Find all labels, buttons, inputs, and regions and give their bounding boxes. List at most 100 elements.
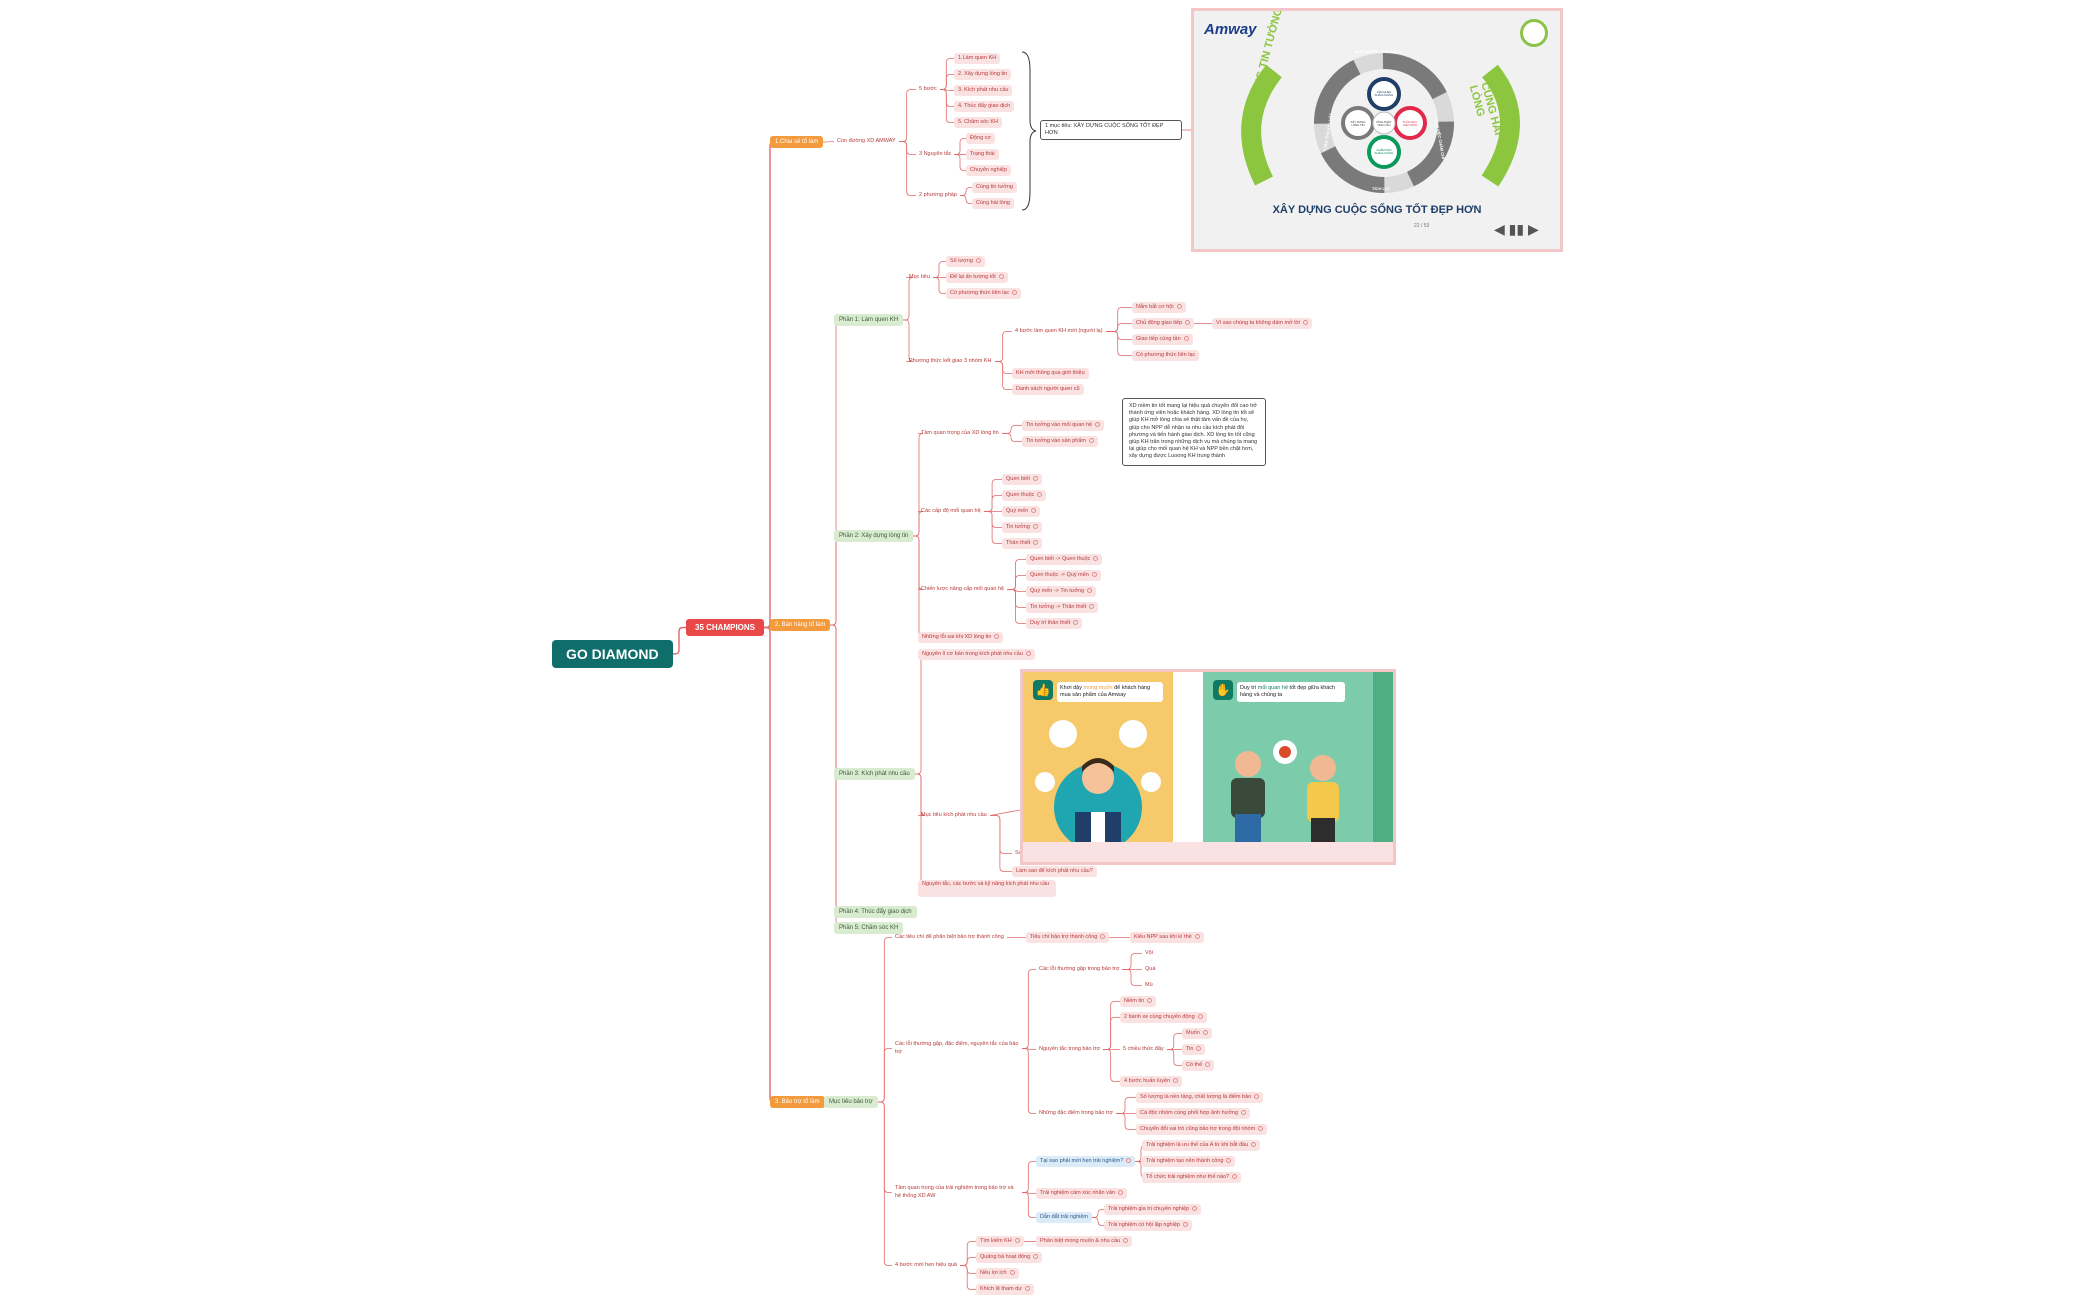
node-35-champions[interactable]: 35 CHAMPIONS	[686, 619, 765, 636]
node-kh-moi-gioi-thieu[interactable]: KH mới thông qua giới thiệu	[1012, 368, 1089, 379]
node-muc-tieu[interactable]: Mục tiêu	[909, 274, 930, 280]
toggle-icon[interactable]	[1033, 1254, 1039, 1260]
toggle-icon[interactable]	[1033, 540, 1039, 546]
node-kich-phat-nhu-cau[interactable]: 3. Kích phát nhu cầu	[954, 85, 1013, 96]
node-de-lai-an-tuong[interactable]: Để lại ấn tượng tốt	[946, 272, 1008, 283]
node-trai-nghiem-thanh-cong[interactable]: Trải nghiệm tạo nên thành công	[1142, 1156, 1236, 1167]
node-phan-4-thuc-day-giao-dich[interactable]: Phần 4: Thúc đẩy giao dịch	[834, 906, 917, 918]
node-voi[interactable]: Vội	[1145, 950, 1153, 956]
node-bao-tro-to-lam[interactable]: 3. Bảo trợ tổ làm	[770, 1096, 825, 1108]
toggle-icon[interactable]	[1118, 1190, 1123, 1196]
node-quy-men[interactable]: Quý mến	[1002, 506, 1041, 517]
toggle-icon[interactable]	[1173, 1078, 1179, 1084]
node-cac-tieu-chi-phan-biet[interactable]: Các tiêu chí để phân biệt bảo trợ thành …	[895, 934, 1004, 940]
node-muc-tieu-kich-phat[interactable]: Mục tiêu kích phát nhu cầu	[921, 812, 987, 818]
node-quang-ba-hoat-dong[interactable]: Quảng bá hoạt động	[976, 1252, 1043, 1263]
slide-nav-icon[interactable]: ◀ ▮▮ ▶	[1494, 221, 1539, 237]
node-mu[interactable]: Mù	[1145, 982, 1153, 988]
note-1-muc-tieu[interactable]: 1 mục tiêu: XÂY DỰNG CUỘC SỐNG TỐT ĐẸP H…	[1040, 120, 1182, 140]
toggle-icon[interactable]	[1205, 1062, 1211, 1068]
node-4-buoc-lam-quen[interactable]: 4 bước làm quen KH mới (người lạ)	[1015, 328, 1103, 334]
node-cac-cap-do-moi-quan-he[interactable]: Các cấp độ mối quan hệ	[921, 508, 981, 514]
node-duy-tri-than-thiet[interactable]: Duy trì thân thiết	[1026, 618, 1083, 629]
node-5-buoc[interactable]: 5 bước	[919, 86, 937, 92]
node-to-chuc-trai-nghiem[interactable]: Tổ chức trải nghiệm như thế nào?	[1142, 1172, 1242, 1183]
toggle-icon[interactable]	[1251, 1142, 1257, 1148]
node-so-luong-nen-tang[interactable]: Số lượng là nền tảng, chất lượng là điểm…	[1136, 1092, 1264, 1103]
node-nhung-dac-diem[interactable]: Những đặc điểm trong bảo trợ	[1039, 1110, 1113, 1116]
node-cung-hai-long[interactable]: Cùng hài lòng	[972, 198, 1014, 209]
node-quen-biet-quen-thuoc[interactable]: Quen biết -> Quen thuộc	[1026, 554, 1103, 565]
node-2-banh-xe[interactable]: 2 bánh xe cùng chuyển động	[1120, 1012, 1207, 1023]
node-chu-dong-giao-tiep[interactable]: Chủ động giao tiếp	[1132, 318, 1195, 329]
node-phan-1-lam-quen-kh[interactable]: Phần 1: Làm quen KH	[834, 314, 904, 326]
toggle-icon[interactable]	[1126, 1158, 1132, 1164]
node-phuong-thuc-ket-giao[interactable]: Phương thức kết giao 3 nhóm KH	[909, 358, 992, 364]
toggle-icon[interactable]	[1089, 604, 1095, 610]
toggle-icon[interactable]	[1031, 508, 1037, 514]
toggle-icon[interactable]	[1073, 620, 1079, 626]
node-tin-tuong[interactable]: Tin tưởng	[1002, 522, 1042, 533]
toggle-icon[interactable]	[1254, 1094, 1260, 1100]
node-4-buoc-moi-hen[interactable]: 4 bước mời hẹn hiệu quả	[895, 1262, 957, 1268]
toggle-icon[interactable]	[1185, 320, 1191, 326]
toggle-icon[interactable]	[1012, 290, 1018, 296]
node-muon[interactable]: Muốn	[1182, 1028, 1212, 1039]
toggle-icon[interactable]	[1032, 476, 1038, 482]
root-node-go-diamond[interactable]: GO DIAMOND	[552, 640, 673, 668]
node-khich-le-tham-du[interactable]: Khích lệ tham dự	[976, 1284, 1034, 1295]
toggle-icon[interactable]	[1091, 572, 1097, 578]
node-quen-biet[interactable]: Quen biết	[1002, 474, 1042, 485]
node-nguyen-li-co-ban[interactable]: Nguyên lí cơ bản trong kích phát nhu cầu	[918, 649, 1035, 660]
node-trang-thai[interactable]: Trạng thái	[966, 149, 999, 160]
node-dan-dat-trai-nghiem[interactable]: Dẫn dắt trải nghiệm	[1036, 1212, 1092, 1223]
toggle-icon[interactable]	[975, 258, 981, 264]
node-tin[interactable]: Tin	[1182, 1044, 1206, 1055]
toggle-icon[interactable]	[1303, 320, 1309, 326]
node-niem-tin[interactable]: Niềm tin	[1120, 996, 1157, 1007]
node-so-luong[interactable]: Số lượng	[946, 256, 985, 267]
node-cac-loi-dac-diem[interactable]: Các lỗi thường gặp, đặc điểm, nguyên tắc…	[895, 1041, 1019, 1055]
toggle-icon[interactable]	[1194, 934, 1200, 940]
toggle-icon[interactable]	[1095, 422, 1101, 428]
node-quen-thuoc-quy-men[interactable]: Quen thuộc -> Quý mến	[1026, 570, 1101, 581]
toggle-icon[interactable]	[1196, 1046, 1202, 1052]
toggle-icon[interactable]	[1232, 1174, 1238, 1180]
toggle-icon[interactable]	[1087, 588, 1093, 594]
node-tam-quan-trong-xd-long-tin[interactable]: Tầm quan trọng của XD lòng tin	[921, 430, 999, 436]
node-xay-dung-long-tin[interactable]: 2. Xây dựng lòng tin	[954, 69, 1012, 80]
node-5-chieu-thuc-day[interactable]: 5 chiều thức đẩy	[1123, 1046, 1164, 1052]
node-tai-sao-moi-hen[interactable]: Tại sao phải mời hẹn trải nghiệm?	[1036, 1156, 1136, 1167]
node-trai-nghiem-gia-tri[interactable]: Trải nghiệm gia trị chuyên nghiệp	[1104, 1204, 1202, 1215]
node-tin-tuong-than-thiet[interactable]: Tin tưởng -> Thân thiết	[1026, 602, 1099, 613]
node-chia-se-to-lam[interactable]: 1.Chia sẻ tổ làm	[770, 136, 824, 148]
node-chuyen-doi-vai-tro[interactable]: Chuyển đổi vai trò cũng bảo trợ trong độ…	[1136, 1124, 1268, 1135]
node-2-phuong-phap[interactable]: 2 phương pháp	[919, 192, 957, 198]
toggle-icon[interactable]	[1192, 1206, 1198, 1212]
node-lam-quen-kh[interactable]: 1.Làm quen KH	[954, 53, 1001, 64]
node-lam-sao-kich-phat[interactable]: Làm sao để kích phát nhu cầu?	[1012, 866, 1097, 877]
node-cham-soc-kh[interactable]: 5. Chăm sóc KH	[954, 117, 1003, 128]
node-co-phuong-thuc-lien-lac-2[interactable]: Có phương thức liên lạc	[1132, 350, 1200, 361]
node-nguyen-tac-cac-buoc[interactable]: Nguyên tắc, các bước và kỹ năng kích phá…	[918, 880, 1056, 897]
node-nhung-loi-sai[interactable]: Những lỗi sai khi XD lòng tin	[918, 632, 1004, 643]
node-cung-tin-tuong[interactable]: Cùng tin tưởng	[972, 182, 1017, 193]
toggle-icon[interactable]	[1024, 1286, 1030, 1292]
node-giao-tiep-cung-tan[interactable]: Giao tiếp cùng tần	[1132, 334, 1193, 345]
toggle-icon[interactable]	[1025, 651, 1031, 657]
node-chuyen-nghiep[interactable]: Chuyên nghiệp	[966, 165, 1012, 176]
node-tin-tuong-moi-quan-he[interactable]: Tin tưởng vào mối quan hệ	[1022, 420, 1105, 431]
node-con-duong-xd-amway[interactable]: Con đường XD AMWAY	[837, 138, 896, 144]
node-co-the[interactable]: Có thể	[1182, 1060, 1215, 1071]
node-ca-doc-nhom[interactable]: Cá độc nhóm cùng phối hợp ảnh hưởng	[1136, 1108, 1251, 1119]
node-phan-2-xay-dung-long-tin[interactable]: Phần 2: Xây dựng lòng tin	[834, 530, 914, 542]
node-phan-5-cham-soc-kh[interactable]: Phần 5: Chăm sóc KH	[834, 922, 904, 934]
node-co-phuong-thuc-lien-lac[interactable]: Có phương thức liên lạc	[946, 288, 1022, 299]
node-phan-biet-mong-muon[interactable]: Phân biệt mong muốn & nhu cầu	[1036, 1236, 1133, 1247]
node-dong-co[interactable]: Động cơ	[966, 133, 996, 144]
note-xd-niem-tin[interactable]: XD niềm tin tốt mang lại hiệu quả chuyển…	[1122, 398, 1266, 466]
node-chien-luoc-nang-cap[interactable]: Chiến lược nâng cấp mối quan hệ	[921, 586, 1005, 592]
node-nam-bat-co-hoi[interactable]: Nắm bắt cơ hội	[1132, 302, 1186, 313]
toggle-icon[interactable]	[1147, 998, 1153, 1004]
node-ban-hang-to-lam[interactable]: 2. Bán hàng tổ làm	[770, 619, 831, 631]
